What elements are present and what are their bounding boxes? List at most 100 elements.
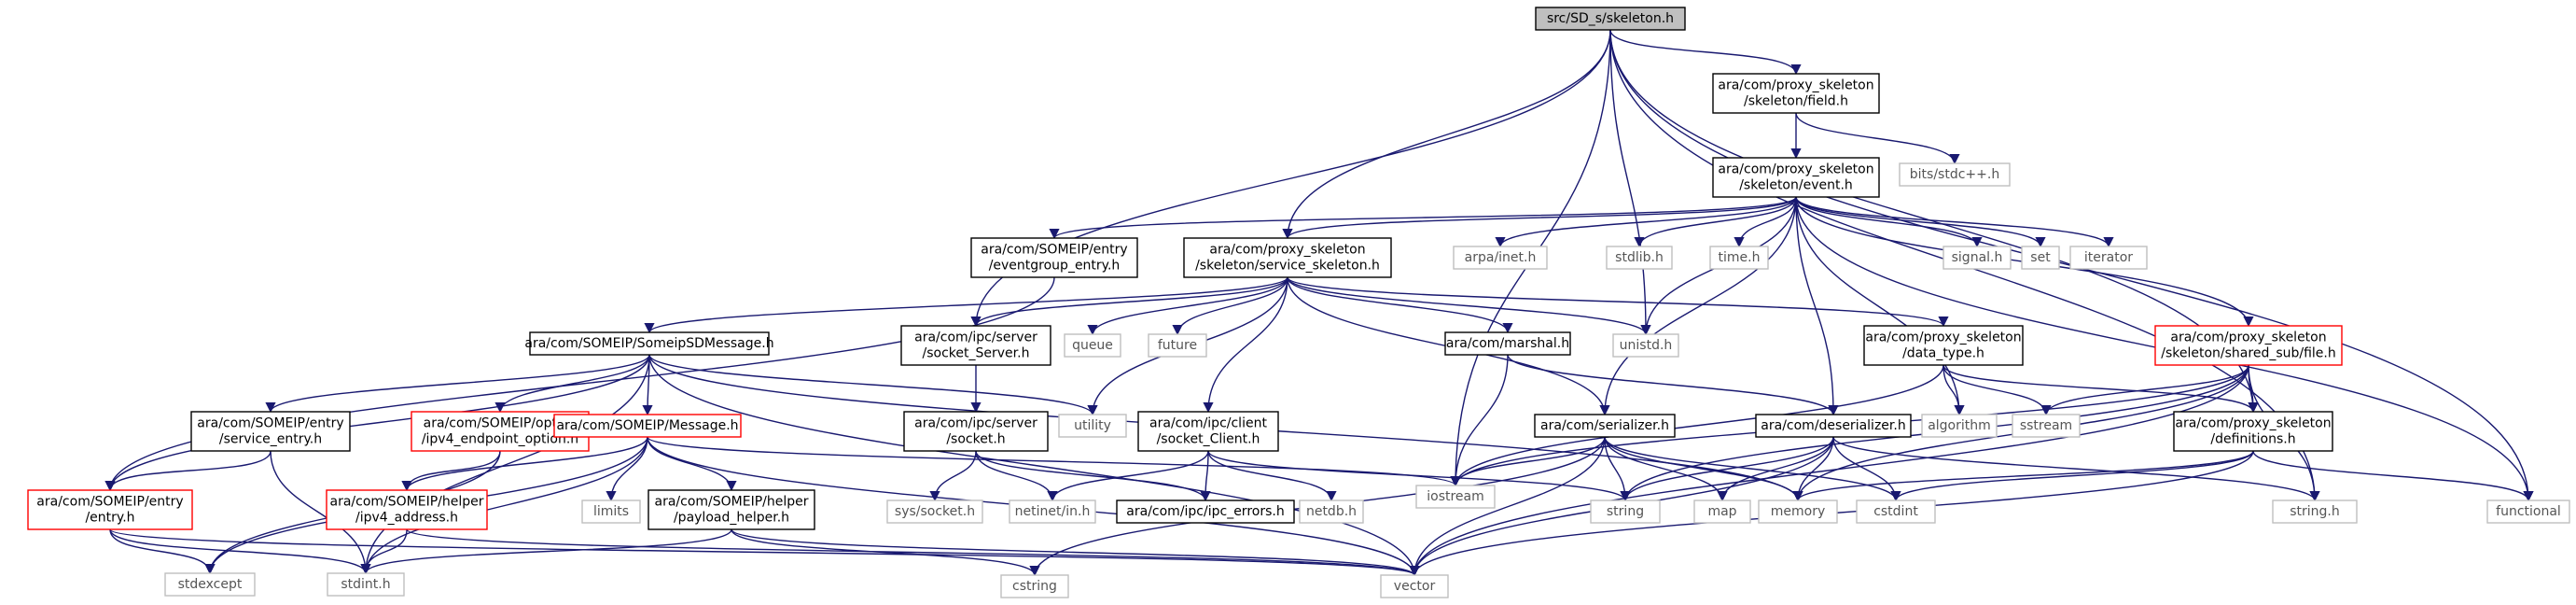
edge-file-to-vector [1409,364,2249,577]
node-label-line: /payload_helper.h [674,511,789,526]
node-event[interactable]: ara/com/proxy_skeleton/skeleton/event.h [1712,157,1880,198]
node-iostream: iostream [1415,485,1496,509]
edge-service_sk-to-marshal [1287,276,1513,334]
node-payload[interactable]: ara/com/SOMEIP/helper/payload_helper.h [647,489,815,530]
edge-path [104,450,272,492]
node-ipcsocket[interactable]: ara/com/ipc/server/socket.h [903,411,1049,452]
node-box [1693,499,1751,524]
edge-path [1634,196,1797,248]
node-box [2173,411,2333,452]
node-string: string [1590,499,1661,524]
node-marshal[interactable]: ara/com/marshal.h [1444,331,1571,356]
node-label-line: unistd.h [1620,338,1673,353]
edge-definitions-to-functional [2252,450,2534,502]
node-label-line: /skeleton/field.h [1744,94,1848,109]
edge-ipv4ep-to-ipv4addr [401,450,501,492]
edge-path [1087,276,1288,336]
edge-path [1620,436,1834,502]
node-box [326,489,488,530]
node-box [190,411,351,452]
edge-event-to-iterator [1795,196,2114,248]
node-file[interactable]: ara/com/proxy_skeleton/skeleton/shared_s… [2154,325,2343,366]
node-box [2154,325,2343,366]
node-box [903,411,1049,452]
node-root[interactable]: src/SD_s/skeleton.h [1535,7,1686,31]
node-label-line: cstdint [1873,504,1918,519]
edge-sdmsg-to-ipv4ep [494,354,650,414]
node-label-line: memory [1771,504,1826,519]
node-label-line: iterator [2084,250,2133,265]
node-label-line: /socket_Server.h [923,346,1030,361]
edge-message-to-payload [647,436,737,492]
edge-path [648,354,1098,416]
node-label-line: cstring [1012,579,1057,594]
node-sockclient[interactable]: ara/com/ipc/client/socket_Client.h [1137,411,1279,452]
node-stringh: string.h [2272,499,2358,524]
node-sockserver[interactable]: ara/com/ipc/server/socket_Server.h [900,325,1051,366]
edge-path [360,436,648,575]
edge-path [109,528,216,575]
edge-service_entry-to-entry [104,450,272,492]
node-box [1534,414,1676,438]
node-box [1712,157,1880,198]
node-ipcerrors[interactable]: ara/com/ipc/ipc_errors.h [1116,499,1295,524]
node-label-line: ara/com/marshal.h [1446,336,1569,351]
edge-sockclient-to-netdb [1207,450,1337,502]
node-box [1755,414,1912,438]
edge-serializer-to-memory [1604,436,1803,502]
edge-sdmsg-to-vector [648,354,1420,577]
node-box [1606,246,1673,270]
edge-path [1599,196,1797,416]
node-message[interactable]: ara/com/SOMEIP/Message.h [553,414,742,438]
node-timeh: time.h [1709,246,1769,270]
node-box [900,325,1051,366]
node-box [1709,246,1769,270]
node-eventgroup[interactable]: ara/com/SOMEIP/entry/eventgroup_entry.h [970,237,1138,278]
edge-path [1795,196,2046,248]
node-sdmsg[interactable]: ara/com/SOMEIP/SomeipSDMessage.h [524,331,774,356]
node-label-line: ara/com/deserializer.h [1761,418,1905,433]
edge-sdmsg-to-stdint [360,354,650,575]
node-definitions[interactable]: ara/com/proxy_skeleton/definitions.h [2173,411,2333,452]
node-label-line: netdb.h [1306,504,1357,519]
edge-root-to-service_sk [1282,29,1611,240]
edge-path [1609,29,1651,336]
node-label-line: map [1707,504,1736,519]
node-box [970,237,1138,278]
node-label-line: /socket.h [946,432,1005,447]
node-entry[interactable]: ara/com/SOMEIP/entry/entry.h [27,489,193,530]
node-label-line: /ipv4_endpoint_option.h [422,432,578,447]
node-utility: utility [1058,414,1127,438]
edge-service_sk-to-queue [1087,276,1288,336]
node-serializer[interactable]: ara/com/serializer.h [1534,414,1676,438]
node-deserializer[interactable]: ara/com/deserializer.h [1755,414,1912,438]
node-label-line: ara/com/ipc/server [914,416,1037,431]
edge-path [1604,436,1803,502]
node-label-line: arpa/inet.h [1465,250,1537,265]
node-map: map [1693,499,1751,524]
edge-path [929,450,977,502]
edge-service_sk-to-sockserver [970,276,1288,328]
edge-path [731,528,1420,577]
edge-sdmsg-to-utility [648,354,1098,416]
node-arpa: arpa/inet.h [1453,246,1548,270]
edge-path [1207,450,1631,502]
edge-path [1282,29,1611,240]
edge-event-to-arpa [1495,196,1797,248]
node-service_sk[interactable]: ara/com/proxy_skeleton/skeleton/service_… [1183,237,1392,278]
node-ipv4addr[interactable]: ara/com/SOMEIP/helper/ipv4_address.h [326,489,488,530]
node-service_entry[interactable]: ara/com/SOMEIP/entry/service_entry.h [190,411,351,452]
node-set: set [2021,246,2060,270]
node-field[interactable]: ara/com/proxy_skeleton/skeleton/field.h [1712,73,1880,114]
node-box [647,489,815,530]
node-label-line: ara/com/ipc/client [1149,416,1267,431]
edge-path [1409,364,2249,577]
node-label-line: ara/com/SOMEIP/entry [36,495,183,510]
node-label-line: /ipv4_address.h [355,511,458,526]
node-box [164,572,256,597]
edge-path [1795,196,1983,248]
edge-path [1287,276,1651,336]
node-box [1148,333,1207,358]
node-datatype[interactable]: ara/com/proxy_skeleton/data_type.h [1863,325,2024,366]
node-label-line: ara/com/proxy_skeleton [2170,331,2326,345]
